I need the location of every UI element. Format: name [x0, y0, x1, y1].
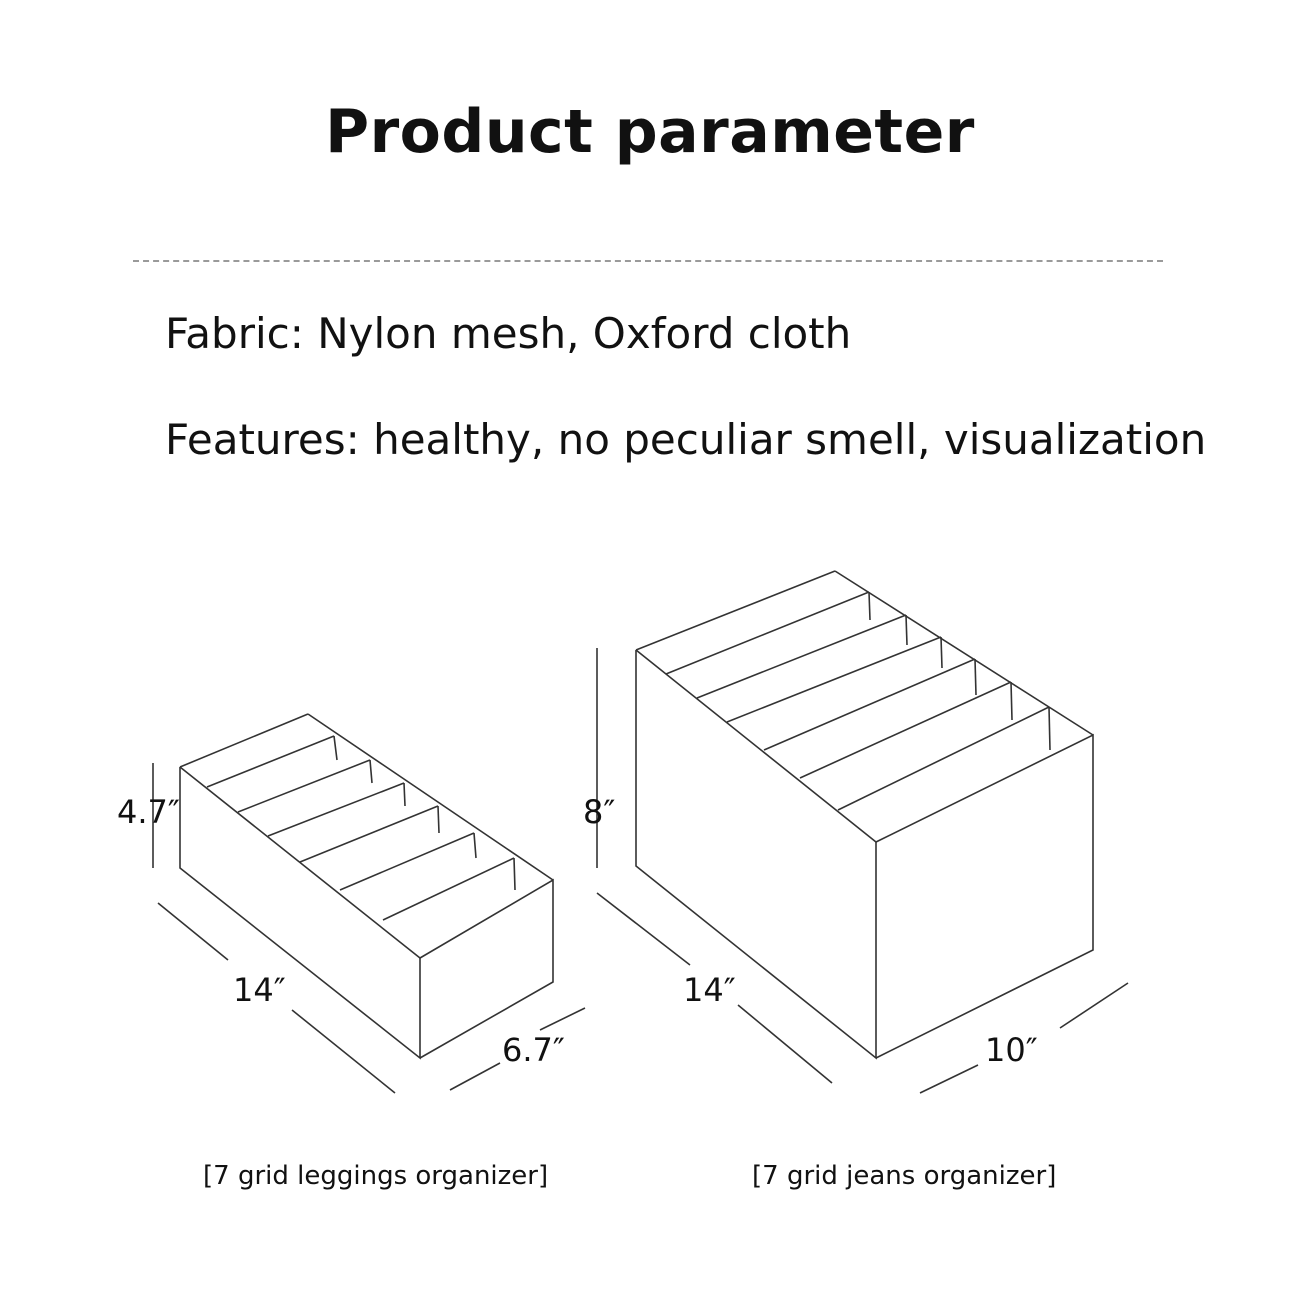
leggings-width-line-a: [449, 1062, 501, 1091]
leggings-box-back-top: [179, 713, 309, 768]
jeans-divider-4: [763, 658, 976, 751]
leggings-organizer-drawing: [152, 713, 586, 1094]
page-title: Product parameter: [325, 97, 975, 167]
jeans-box-right-top: [834, 570, 1094, 736]
jeans-divider-5: [799, 681, 1012, 779]
jeans-length-label: 14″: [683, 971, 736, 1009]
leggings-box-left-top: [179, 766, 421, 959]
jeans-box-left-top: [635, 649, 877, 843]
jeans-box-front-face: [875, 733, 1094, 1059]
leggings-divider-4: [299, 805, 439, 863]
jeans-divider-1: [665, 591, 870, 675]
jeans-box-left-face: [635, 650, 877, 1060]
jeans-width-label: 10″: [985, 1031, 1038, 1069]
jeans-length-line-b: [737, 1004, 833, 1084]
leggings-width-label: 6.7″: [502, 1031, 565, 1069]
leggings-height-label: 4.7″: [117, 793, 180, 831]
jeans-organizer-drawing: [596, 570, 1129, 1094]
jeans-divider-2-tab: [905, 614, 908, 646]
jeans-divider-5-tab: [1010, 681, 1013, 721]
jeans-divider-1-tab: [868, 591, 871, 621]
jeans-height-label: 8″: [583, 793, 616, 831]
leggings-divider-3-tab: [403, 782, 406, 807]
jeans-divider-4-tab: [974, 658, 977, 696]
jeans-divider-6: [837, 706, 1050, 811]
jeans-width-line-a: [919, 1064, 979, 1094]
leggings-divider-3: [267, 782, 405, 837]
leggings-divider-1: [206, 735, 335, 788]
leggings-box-right-top: [307, 713, 554, 881]
leggings-width-line-b: [539, 1007, 586, 1031]
leggings-length-line-b: [291, 1009, 396, 1094]
jeans-divider-3-tab: [940, 636, 943, 669]
leggings-box-left-face: [179, 767, 421, 1060]
leggings-divider-4-tab: [437, 805, 440, 834]
leggings-divider-6: [382, 857, 515, 921]
jeans-width-line-b: [1059, 982, 1129, 1029]
leggings-length-label: 14″: [233, 971, 286, 1009]
dashed-divider: [133, 260, 1163, 262]
jeans-divider-3: [726, 636, 942, 723]
jeans-length-line-a: [596, 892, 691, 966]
jeans-box-back-top: [635, 570, 836, 651]
leggings-divider-5: [339, 832, 475, 891]
jeans-caption: [7 grid jeans organizer]: [752, 1161, 1057, 1191]
leggings-length-line-a: [157, 902, 229, 961]
leggings-divider-2-tab: [369, 759, 373, 784]
spec-fabric: Fabric: Nylon mesh, Oxford cloth: [165, 309, 852, 358]
jeans-divider-6-tab: [1048, 706, 1051, 751]
leggings-divider-6-tab: [513, 857, 516, 891]
leggings-divider-2: [237, 759, 371, 813]
leggings-caption: [7 grid leggings organizer]: [203, 1161, 549, 1191]
leggings-divider-1-tab: [333, 735, 338, 761]
spec-features: Features: healthy, no peculiar smell, vi…: [165, 415, 1207, 464]
leggings-divider-5-tab: [473, 832, 477, 859]
leggings-box-front-face: [419, 878, 554, 1059]
jeans-divider-2: [696, 614, 907, 699]
